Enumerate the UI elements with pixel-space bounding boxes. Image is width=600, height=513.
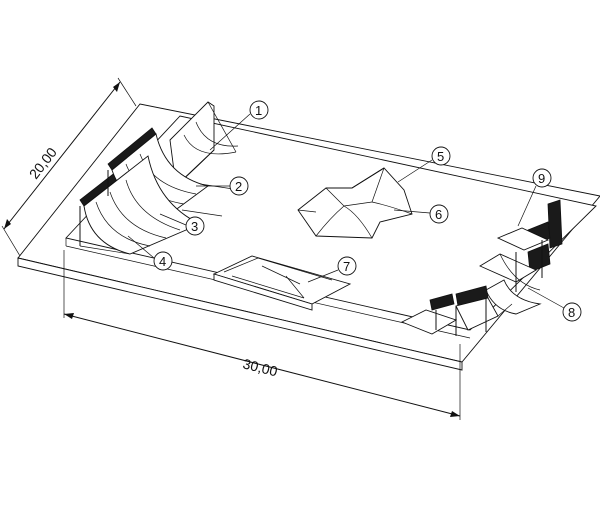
callout-2 (229, 176, 249, 196)
callout-5-label: 5 (437, 149, 444, 164)
pyramid-ramp (297, 167, 413, 239)
funbox (212, 255, 352, 311)
callout-7-label: 7 (343, 259, 350, 274)
dimension-length: 30,00 (63, 250, 461, 420)
callout-7 (337, 256, 357, 276)
callout-1 (249, 100, 269, 120)
callout-9-label: 9 (538, 171, 545, 186)
callout-3 (185, 216, 205, 236)
callout-4-label: 4 (159, 254, 166, 269)
callout-3-label: 3 (191, 219, 198, 234)
callout-1-label: 1 (255, 103, 262, 118)
dimension-width-label: 20,00 (26, 144, 60, 182)
right-obstacles (400, 199, 563, 336)
left-ramp-group (79, 101, 241, 255)
callouts: 1 2 3 4 5 6 7 8 9 (127, 100, 582, 322)
callout-6 (429, 204, 449, 224)
callout-9 (532, 168, 552, 188)
callout-6-label: 6 (435, 207, 442, 222)
callout-5 (431, 146, 451, 166)
callout-8 (562, 302, 582, 322)
callout-2-label: 2 (235, 179, 242, 194)
dimension-length-label: 30,00 (241, 355, 279, 379)
callout-8-label: 8 (568, 305, 575, 320)
callout-4 (153, 251, 173, 271)
